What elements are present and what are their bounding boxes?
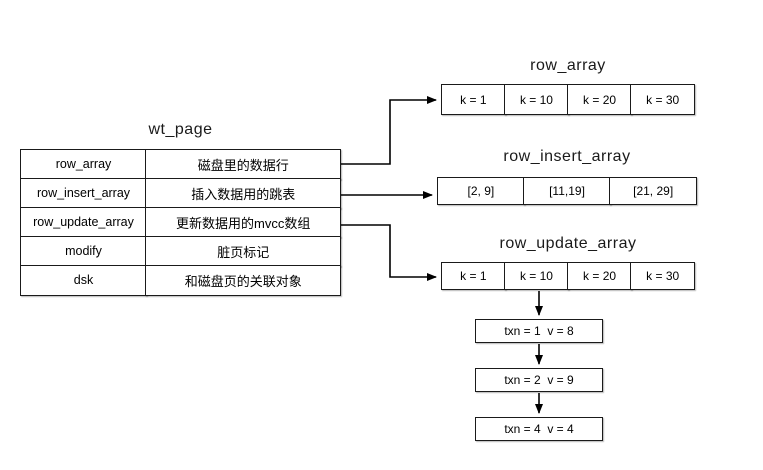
wt-field-cell: row_update_array <box>20 207 147 238</box>
table-row: row_update_array 更新数据用的mvcc数组 <box>20 207 341 238</box>
array-cell: k = 10 <box>504 262 569 290</box>
table-row: row_insert_array 插入数据用的跳表 <box>20 178 341 209</box>
txn-node: txn = 4 v = 4 <box>475 417 603 441</box>
array-cell: k = 20 <box>567 84 632 115</box>
wt-field-cell: row_insert_array <box>20 178 147 209</box>
row-insert-array-title: row_insert_array <box>503 148 631 165</box>
array-cell: k = 1 <box>441 262 506 290</box>
array-cell: [2, 9] <box>437 177 525 205</box>
wt-desc-cell: 插入数据用的跳表 <box>145 178 341 209</box>
txn-node: txn = 1 v = 8 <box>475 319 603 343</box>
array-cell: k = 1 <box>441 84 506 115</box>
table-row: modify 脏页标记 <box>20 236 341 267</box>
array-cell: k = 30 <box>630 262 696 290</box>
wt-page-title: wt_page <box>148 121 213 138</box>
wt-field-cell: row_array <box>20 149 147 180</box>
row-array-box: k = 1 k = 10 k = 20 k = 30 <box>441 84 696 115</box>
wt-desc-cell: 脏页标记 <box>145 236 341 267</box>
txn-node: txn = 2 v = 9 <box>475 368 603 392</box>
array-cell: [11,19] <box>523 177 611 205</box>
table-row: row_array 磁盘里的数据行 <box>20 149 341 180</box>
array-cell: k = 10 <box>504 84 569 115</box>
row-array-title: row_array <box>530 57 606 74</box>
wt-desc-cell: 磁盘里的数据行 <box>145 149 341 180</box>
wt-desc-cell: 和磁盘页的关联对象 <box>145 265 341 296</box>
arrow-to-row-array <box>341 96 437 165</box>
array-cell: k = 30 <box>630 84 696 115</box>
wt-field-cell: modify <box>20 236 147 267</box>
row-insert-array-box: [2, 9] [11,19] [21, 29] <box>437 177 698 205</box>
array-cell: [21, 29] <box>609 177 698 205</box>
wt-field-cell: dsk <box>20 265 147 296</box>
wt-desc-cell: 更新数据用的mvcc数组 <box>145 207 341 238</box>
row-update-array-title: row_update_array <box>499 235 637 252</box>
table-row: dsk 和磁盘页的关联对象 <box>20 265 341 296</box>
wt-page-table: row_array 磁盘里的数据行 row_insert_array 插入数据用… <box>20 149 341 296</box>
arrow-to-row-update-array <box>341 224 437 281</box>
row-update-array-box: k = 1 k = 10 k = 20 k = 30 <box>441 262 696 290</box>
array-cell: k = 20 <box>567 262 632 290</box>
